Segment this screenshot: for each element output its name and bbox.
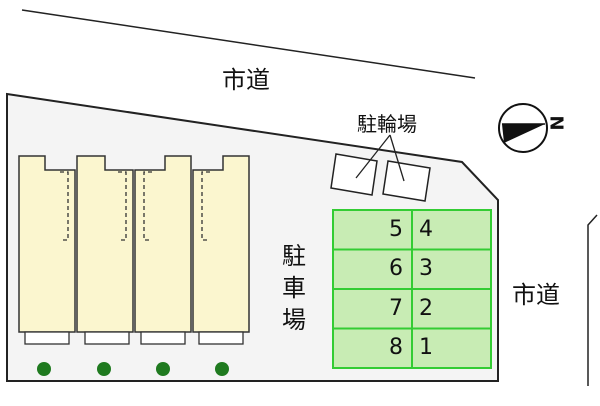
parking-space-number: 6 (389, 256, 403, 281)
parking-space-number: 1 (419, 335, 433, 360)
parking-label: 駐 車 場 (279, 240, 309, 336)
north-letter: N (547, 115, 569, 131)
tree-icon (37, 362, 51, 376)
bicycle-leader-left (355, 134, 391, 179)
parking-space-number: 8 (389, 335, 403, 360)
north-arrow-icon (498, 103, 548, 153)
bicycle-parking-label: 駐輪場 (357, 112, 417, 136)
bicycle-leader-right (389, 134, 405, 182)
entry-step-4 (198, 331, 244, 345)
bicycle-box-right (382, 160, 431, 202)
entry-step-3 (140, 331, 186, 345)
unit-2 (76, 155, 134, 333)
unit-1 (18, 155, 76, 333)
parking-space-number: 4 (419, 217, 433, 242)
right-road-edge (587, 214, 598, 386)
tree-icon (156, 362, 170, 376)
interior-dashes (60, 171, 210, 241)
bicycle-box-left (330, 153, 378, 196)
unit-3 (134, 155, 192, 333)
entry-step-1 (24, 331, 70, 345)
parking-label-char: 場 (282, 306, 306, 334)
parking-grid (332, 209, 492, 369)
parking-space-number: 2 (419, 296, 433, 321)
top-road-edge (21, 9, 476, 79)
top-road-label: 市道 (222, 66, 270, 94)
entry-step-2 (84, 331, 130, 345)
tree-icon (215, 362, 229, 376)
unit-4 (192, 155, 250, 333)
parking-space-number: 3 (419, 256, 433, 281)
bicycle-parking-boxes (330, 134, 431, 202)
trees (37, 362, 229, 376)
building (18, 155, 250, 345)
parking-label-char: 車 (282, 274, 306, 302)
parking-space-number: 7 (389, 296, 403, 321)
parking-label-char: 駐 (282, 242, 306, 270)
tree-icon (97, 362, 111, 376)
right-road-label: 市道 (512, 281, 560, 309)
parking-space-number: 5 (389, 217, 403, 242)
